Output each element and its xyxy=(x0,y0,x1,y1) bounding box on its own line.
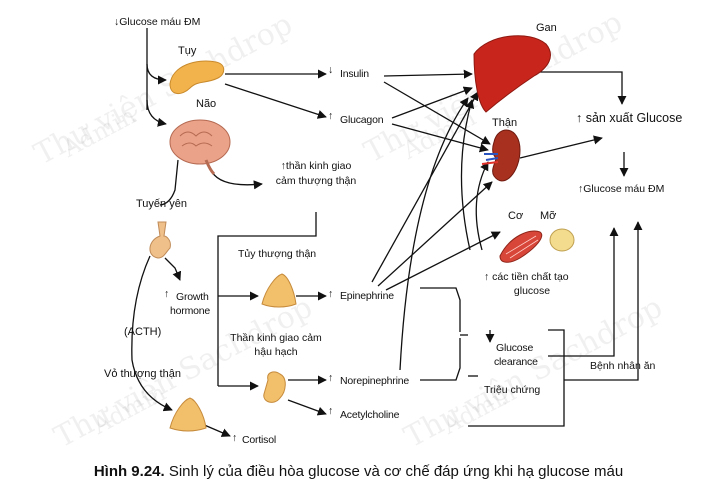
arrow-epi-kidney xyxy=(377,181,493,287)
arrow-brain-sympathetic xyxy=(211,171,263,190)
arrow-cortex-cortisol xyxy=(201,423,231,437)
label-growth: Growth xyxy=(176,291,209,303)
figure-caption: Hình 9.24. Sinh lý của điều hòa glucose … xyxy=(0,463,717,481)
arrow-glucagon-liver xyxy=(391,86,473,119)
muscle-shape xyxy=(499,230,543,263)
label-sympathetic-1: ↑thần kinh giao xyxy=(280,160,352,172)
label-sympathetic-2: cảm thượng thận xyxy=(275,175,357,187)
arrow-glucagon-kidney xyxy=(391,123,489,153)
arrow-gland-acetylcholine xyxy=(287,399,327,416)
label-acetylcholine: Acetylcholine xyxy=(340,409,400,421)
arrow-eats-glucose xyxy=(564,221,643,381)
fat-shape xyxy=(549,228,575,252)
label-tuy-thuong-than: Tủy thượng thận xyxy=(238,248,317,260)
arrow-precursors-liver xyxy=(460,99,475,251)
label-precursors-2: glucose xyxy=(513,285,551,297)
ganglion-shape xyxy=(263,371,286,403)
kidney-shape xyxy=(481,129,521,182)
label-glucose-dm-low: ↓Glucose máu ĐM xyxy=(114,16,201,28)
liver-shape xyxy=(473,35,551,113)
label-gan: Gan xyxy=(536,22,557,34)
label-hormone: hormone xyxy=(170,305,211,317)
arrow-kidney-production xyxy=(519,135,603,159)
arrow-liver-production xyxy=(540,71,627,105)
arrow-to-brain xyxy=(146,99,167,127)
label-clearance-1: Glucose xyxy=(496,342,534,354)
label-vo-thuong-than: Vỏ thượng thận xyxy=(104,368,181,380)
label-glucagon: Glucagon xyxy=(340,114,384,126)
arrow-insulin-liver xyxy=(383,69,473,79)
label-postganglionic-2: hậu hạch xyxy=(254,346,298,358)
label-insulin-arrow: ↓ xyxy=(328,64,334,76)
label-tuyen-yen: Tuyến yên xyxy=(136,198,187,210)
label-nao: Não xyxy=(196,98,217,110)
label-cortisol: Cortisol xyxy=(242,434,276,446)
label-glucose-dm-high: ↑Glucose máu ĐM xyxy=(578,183,665,195)
line-pituitary-acth xyxy=(131,255,173,412)
bracket-norepi xyxy=(420,338,461,381)
label-precursors-1: ↑ các tiền chất tạo xyxy=(484,271,569,283)
arrow-pancreas-glucagon xyxy=(224,83,327,119)
label-san-xuat-glucose: ↑ sản xuất Glucose xyxy=(576,111,683,125)
arrow-brain-pituitary xyxy=(159,159,179,206)
label-epi-arrow: ↑ xyxy=(328,288,334,300)
arrow-insulin-kidney xyxy=(383,81,491,145)
label-postganglionic-1: Thần kinh giao cảm xyxy=(230,332,322,344)
label-clearance-2: clearance xyxy=(494,356,538,368)
label-insulin: Insulin xyxy=(340,68,369,80)
label-epinephrine: Epinephrine xyxy=(340,290,394,302)
arrow-norepi-liver xyxy=(399,97,469,371)
arrow-epi-muscle xyxy=(385,231,501,291)
pancreas-shape xyxy=(169,60,225,94)
pituitary-shape xyxy=(149,221,171,259)
bracket-symptoms xyxy=(468,329,565,427)
caption-text: Sinh lý của điều hòa glucose và cơ chế đ… xyxy=(164,463,624,480)
cortex-gland-shape xyxy=(169,397,207,432)
label-than: Thận xyxy=(492,117,518,129)
label-norepinephrine: Norepinephrine xyxy=(340,375,409,387)
label-tuy: Tụy xyxy=(178,45,197,57)
label-trieu-chung: Triệu chứng xyxy=(484,384,541,396)
label-acetyl-arrow: ↑ xyxy=(328,405,334,417)
label-glucagon-arrow: ↑ xyxy=(328,110,334,122)
label-cortisol-arrow: ↑ xyxy=(232,432,238,444)
arrow-to-pancreas xyxy=(146,63,167,85)
caption-number: Hình 9.24. xyxy=(93,463,165,480)
arrow-epi-liver xyxy=(371,91,479,283)
medulla-gland-shape xyxy=(261,273,297,308)
label-co: Cơ xyxy=(508,210,524,222)
label-norepi-arrow: ↑ xyxy=(328,372,334,384)
arrow-clearance-glucose xyxy=(548,227,619,357)
label-gh-arrow: ↑ xyxy=(164,288,170,300)
label-benh-nhan-an: Bệnh nhân ăn xyxy=(590,360,656,372)
label-acth: (ACTH) xyxy=(124,326,162,338)
bracket-epinephrine xyxy=(420,287,461,332)
label-mo: Mỡ xyxy=(540,210,557,222)
arrow-pituitary-gh xyxy=(164,257,182,281)
brain-shape xyxy=(169,119,231,176)
line-sympathetic-down xyxy=(217,212,317,386)
arrow-precursors-kidney xyxy=(475,161,489,251)
